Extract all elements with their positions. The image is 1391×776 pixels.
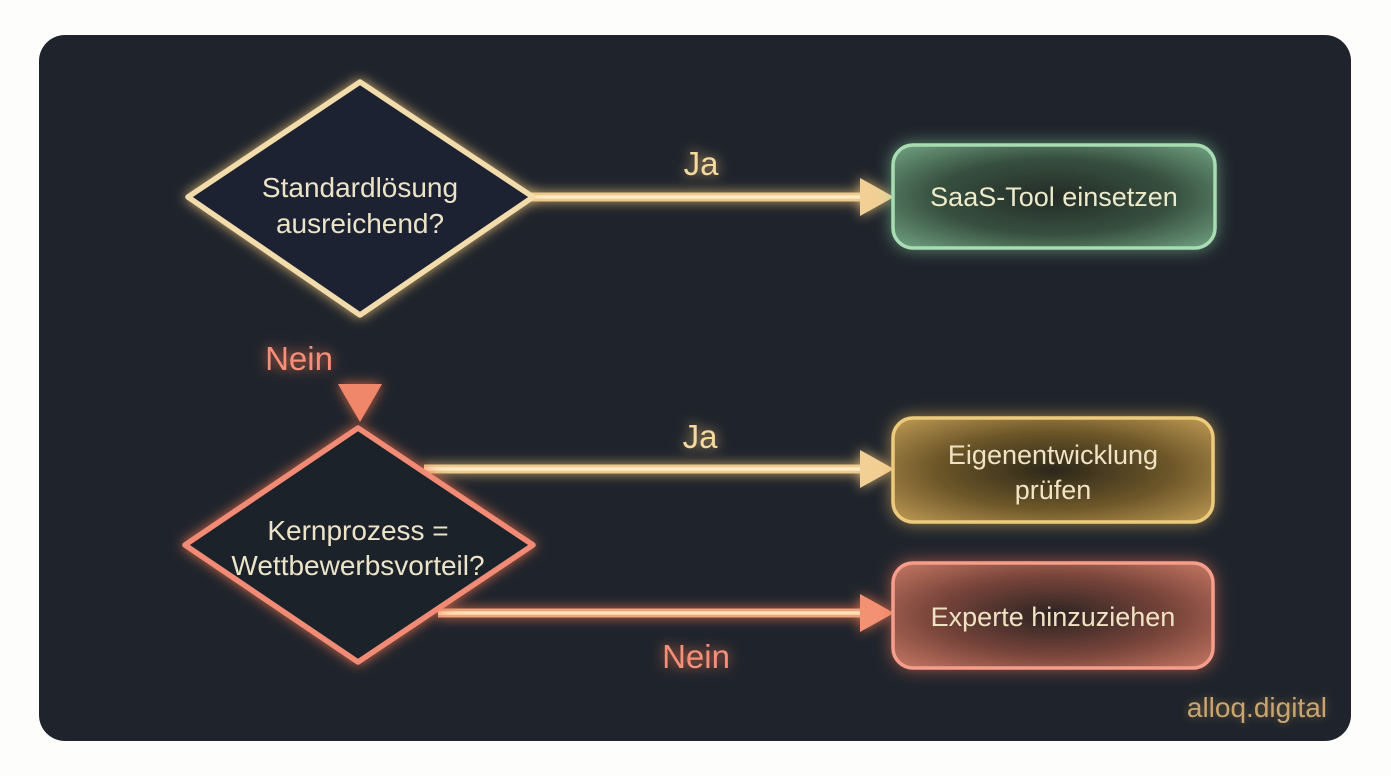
decision-standard-node xyxy=(185,79,536,318)
decision-core-diamond xyxy=(182,425,536,665)
outcome-expert-label: Experte hinzuziehen xyxy=(931,602,1176,632)
decision-standard-line2: ausreichend? xyxy=(276,208,444,239)
outcome-saas-label: SaaS-Tool einsetzen xyxy=(930,182,1178,212)
edge-core-no-label: Nein xyxy=(662,638,730,675)
outcome-saas-node xyxy=(891,143,1217,250)
decision-core-node xyxy=(182,425,536,665)
decision-standard-line1: Standardlösung xyxy=(262,172,458,203)
edge-core-no-arrowhead-icon xyxy=(860,594,894,632)
edge-standard-yes-arrowhead-icon xyxy=(860,178,894,216)
edge-core-yes xyxy=(424,450,894,488)
edge-core-no xyxy=(438,594,894,632)
edge-standard-no-label: Nein xyxy=(265,340,333,377)
outcome-expert-box xyxy=(891,561,1215,670)
edge-core-yes-arrowhead-icon xyxy=(860,450,894,488)
edge-standard-no-arrowhead-icon xyxy=(338,384,382,422)
outcome-expert-node xyxy=(891,561,1215,670)
edge-standard-yes xyxy=(528,178,894,216)
outcome-dev-node xyxy=(891,416,1215,524)
decision-core-line2: Wettbewerbsvorteil? xyxy=(231,550,484,581)
edge-standard-yes-label: Ja xyxy=(684,145,720,182)
edge-core-yes-label: Ja xyxy=(683,418,719,455)
decision-core-line1: Kernprozess = xyxy=(267,515,448,546)
outcome-saas-box xyxy=(891,143,1217,250)
decision-standard-diamond xyxy=(185,79,536,318)
outcome-dev-line2: prüfen xyxy=(1015,475,1092,505)
edge-standard-no xyxy=(338,310,382,422)
outcome-dev-line1: Eigenentwicklung xyxy=(948,440,1158,470)
outcome-dev-box xyxy=(891,416,1215,524)
watermark-text: alloq.digital xyxy=(1187,692,1327,723)
